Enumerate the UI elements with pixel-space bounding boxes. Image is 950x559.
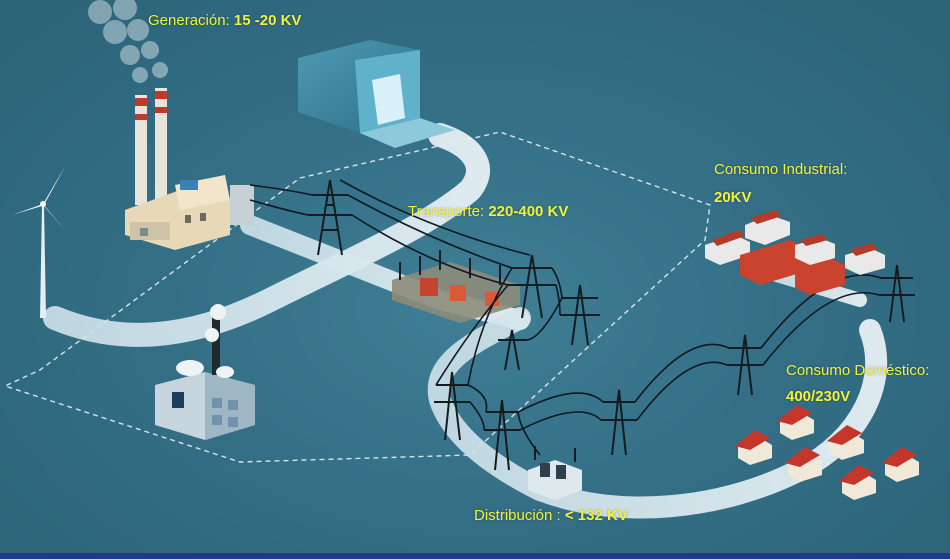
house-icon — [735, 430, 772, 465]
transport-label: Transporte: 220-400 KV — [408, 203, 568, 221]
distribution-label-value: < 132 KV — [564, 507, 628, 524]
generation-label: Generación: 15 -20 KV — [148, 12, 301, 30]
transmission-tower-icon — [601, 389, 637, 456]
substation-icon — [392, 250, 520, 323]
transmission-tower-icon — [560, 284, 600, 346]
telecom-building-icon — [155, 304, 255, 440]
domestic-label-name: Consumo Doméstico: — [786, 362, 930, 379]
houses — [735, 405, 919, 500]
industrial-label-name: Consumo Industrial: — [714, 161, 848, 178]
transmission-tower-icon — [727, 334, 763, 396]
distribution-label: Distribución : < 132 KV — [474, 507, 628, 525]
domestic-label-value: 400/230V — [786, 388, 851, 405]
transmission-tower-icon — [498, 329, 526, 371]
industrial-label: Consumo Industrial: 20KV — [714, 161, 847, 207]
transport-label-name: Transporte: — [408, 203, 485, 220]
transmission-tower-icon — [508, 254, 556, 319]
wind-turbine-icon — [12, 165, 66, 318]
domestic-label: Consumo Doméstico: 400/230V — [786, 362, 929, 406]
thermal-power-plant-icon — [125, 88, 254, 250]
transport-label-value: 220-400 KV — [488, 203, 569, 220]
industrial-label-value: 20KV — [714, 189, 752, 206]
hydro-dam-icon — [298, 40, 455, 148]
house-icon — [839, 465, 876, 500]
house-icon — [882, 447, 919, 482]
generation-label-name: Generación: — [148, 12, 230, 29]
transmission-tower-icon — [484, 399, 520, 471]
distribution-substation-icon — [528, 446, 582, 500]
house-icon — [785, 447, 822, 482]
distribution-label-name: Distribución : — [474, 507, 561, 524]
network-boundary-dashed — [3, 131, 711, 463]
transmission-tower-icon — [308, 179, 352, 256]
transmission-tower-icon — [434, 371, 470, 441]
house-icon — [827, 425, 864, 460]
smoke — [88, 0, 168, 83]
transmission-towers — [308, 179, 915, 471]
house-icon — [777, 405, 814, 440]
factory-icon — [705, 210, 885, 295]
transmission-tower-icon — [879, 264, 915, 323]
generation-label-value: 15 -20 KV — [233, 12, 302, 29]
bottom-border — [0, 553, 950, 559]
